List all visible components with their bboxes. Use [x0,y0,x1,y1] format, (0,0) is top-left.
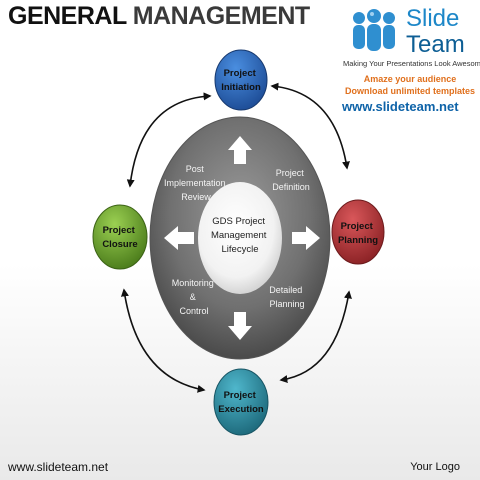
ring-label-line: Control [179,306,208,316]
arc-closure-initiation [126,92,212,188]
footer-url-link[interactable]: www.slideteam.net [8,460,109,474]
ring-label-line: Project [276,168,305,178]
center-label-line: GDS Project [212,216,265,227]
node-shape [331,199,385,265]
arc-planning-execution [279,290,352,384]
ring-label-line: & [190,292,196,302]
node-project-execution[interactable]: Project Execution [213,368,269,436]
arrow-down-icon [228,312,252,340]
node-shape [214,49,268,111]
node-label-line: Execution [218,404,264,415]
promo-line-2: Download unlimited templates [344,86,475,96]
ring-label-monitoring: Monitoring & Control [172,278,217,316]
node-label-line: Initiation [221,82,261,93]
footer-logo-placeholder: Your Logo [410,461,460,473]
node-label: Project Initiation [221,68,261,93]
node-label-line: Project [341,221,374,232]
center-label-line: Lifecycle [222,244,259,255]
lifecycle-hub [198,182,282,294]
node-project-planning[interactable]: Project Planning [331,199,385,265]
ring-label-line: Monitoring [172,278,214,288]
node-project-closure[interactable]: Project Closure [92,204,148,270]
center-label: GDS Project Management Lifecycle [211,216,269,255]
arrow-right-icon [292,226,320,250]
ring-label-definition: Project Definition [272,168,310,192]
node-label-line: Project [103,225,136,236]
node-label: Project Planning [338,221,378,246]
brand-tagline: Making Your Presentations Look Awesome [343,59,480,68]
page-title: GENERAL MANAGEMENT [8,2,310,31]
node-project-initiation[interactable]: Project Initiation [214,49,268,111]
brand-url-link[interactable]: www.slideteam.net [342,99,459,114]
brand-wordmark-team: Team [406,31,465,58]
node-label-line: Project [224,68,257,79]
slideteam-logo[interactable]: Slide Team Making Your Presentations Loo… [340,0,480,120]
ring-label-line: Implementation [164,178,226,188]
ring-label-planning: Detailed Planning [269,285,305,309]
node-label: Project Execution [218,390,264,415]
arc-initiation-planning [270,82,350,170]
title-part-2: MANAGEMENT [132,2,310,30]
arrow-up-icon [228,136,252,164]
ring-label-line: Post [186,164,205,174]
arc-execution-closure [120,288,206,393]
people-icon [353,9,395,51]
brand-wordmark-slide: Slide [406,5,460,32]
node-label-line: Planning [338,235,378,246]
ring-label-review: Post Implementation Review [164,164,228,202]
arrow-left-icon [164,226,194,250]
node-label-line: Closure [102,239,137,250]
node-shape [213,368,269,436]
node-label: Project Closure [102,225,137,250]
ring-label-line: Definition [272,182,310,192]
promo-line-1: Amaze your audience [363,74,457,84]
center-label-line: Management [211,230,267,241]
ring-label-line: Detailed [269,285,302,295]
ring-label-line: Review [181,192,211,202]
ring-label-line: Planning [269,299,304,309]
title-part-1: GENERAL [8,2,127,30]
node-label-line: Project [224,390,257,401]
node-shape [92,204,148,270]
